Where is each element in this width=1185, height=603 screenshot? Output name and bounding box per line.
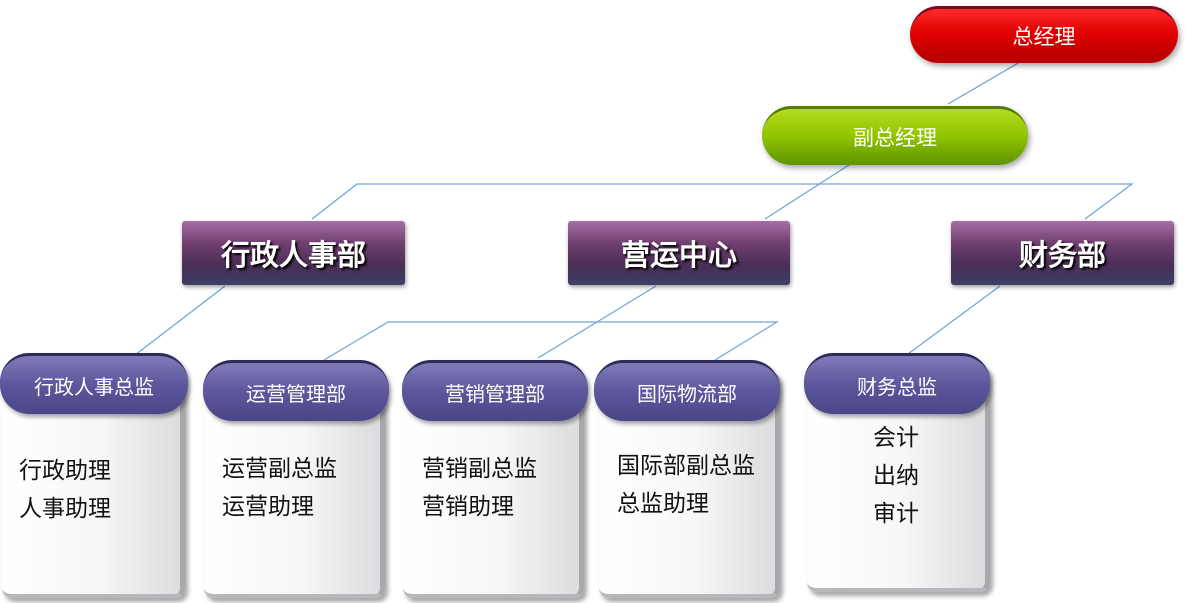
unit-title: 财务总监 [857,374,937,399]
connector-gm-dgm [947,61,1021,105]
unit-items-admin-hr-director: 行政助理 人事助理 [19,452,111,528]
connector-ops-bus [323,321,780,361]
unit-items-marketing-management: 营销副总监 营销助理 [422,450,537,526]
dept-finance: 财务部 [951,221,1174,285]
unit-item: 行政助理 [19,458,111,484]
unit-item: 国际部副总监 [617,453,755,479]
unit-head-admin-hr-director: 行政人事总监 [0,353,188,414]
connector-dept-bus [311,183,1134,220]
unit-item: 营销助理 [422,494,514,520]
connector-admin-unit [134,285,226,356]
unit-items-finance-director: 会计 出纳 审计 [846,419,946,533]
unit-item: 营销副总监 [422,456,537,482]
connector-dgm-ops [764,162,853,220]
unit-title: 国际物流部 [637,381,737,406]
unit-items-operations-management: 运营副总监 运营助理 [222,450,337,526]
unit-head-finance-director: 财务总监 [804,353,990,414]
unit-head-international-logistics: 国际物流部 [594,360,780,421]
dept-admin-hr-label: 行政人事部 [220,238,366,272]
unit-head-marketing-management: 营销管理部 [402,360,588,421]
general-manager-node: 总经理 [910,6,1178,63]
dept-admin-hr: 行政人事部 [182,221,405,285]
unit-item: 会计 [873,425,919,451]
deputy-general-manager-node: 副总经理 [762,106,1028,165]
unit-title: 行政人事总监 [34,374,154,399]
unit-title: 运营管理部 [246,381,346,406]
dept-finance-label: 财务部 [1018,238,1106,272]
deputy-general-manager-label: 副总经理 [853,126,937,150]
unit-item: 运营助理 [222,494,314,520]
dept-operations-center: 营运中心 [568,221,790,285]
unit-item: 总监助理 [617,491,709,517]
unit-head-operations-management: 运营管理部 [203,360,389,421]
unit-items-international-logistics: 国际部副总监 总监助理 [617,447,755,523]
unit-item: 出纳 [873,463,919,489]
unit-item: 运营副总监 [222,456,337,482]
unit-title: 营销管理部 [445,381,545,406]
connector-finance-unit [907,285,1001,355]
dept-operations-center-label: 营运中心 [620,238,737,272]
unit-item: 审计 [873,501,919,527]
general-manager-label: 总经理 [1012,25,1076,49]
unit-item: 人事助理 [19,496,111,522]
